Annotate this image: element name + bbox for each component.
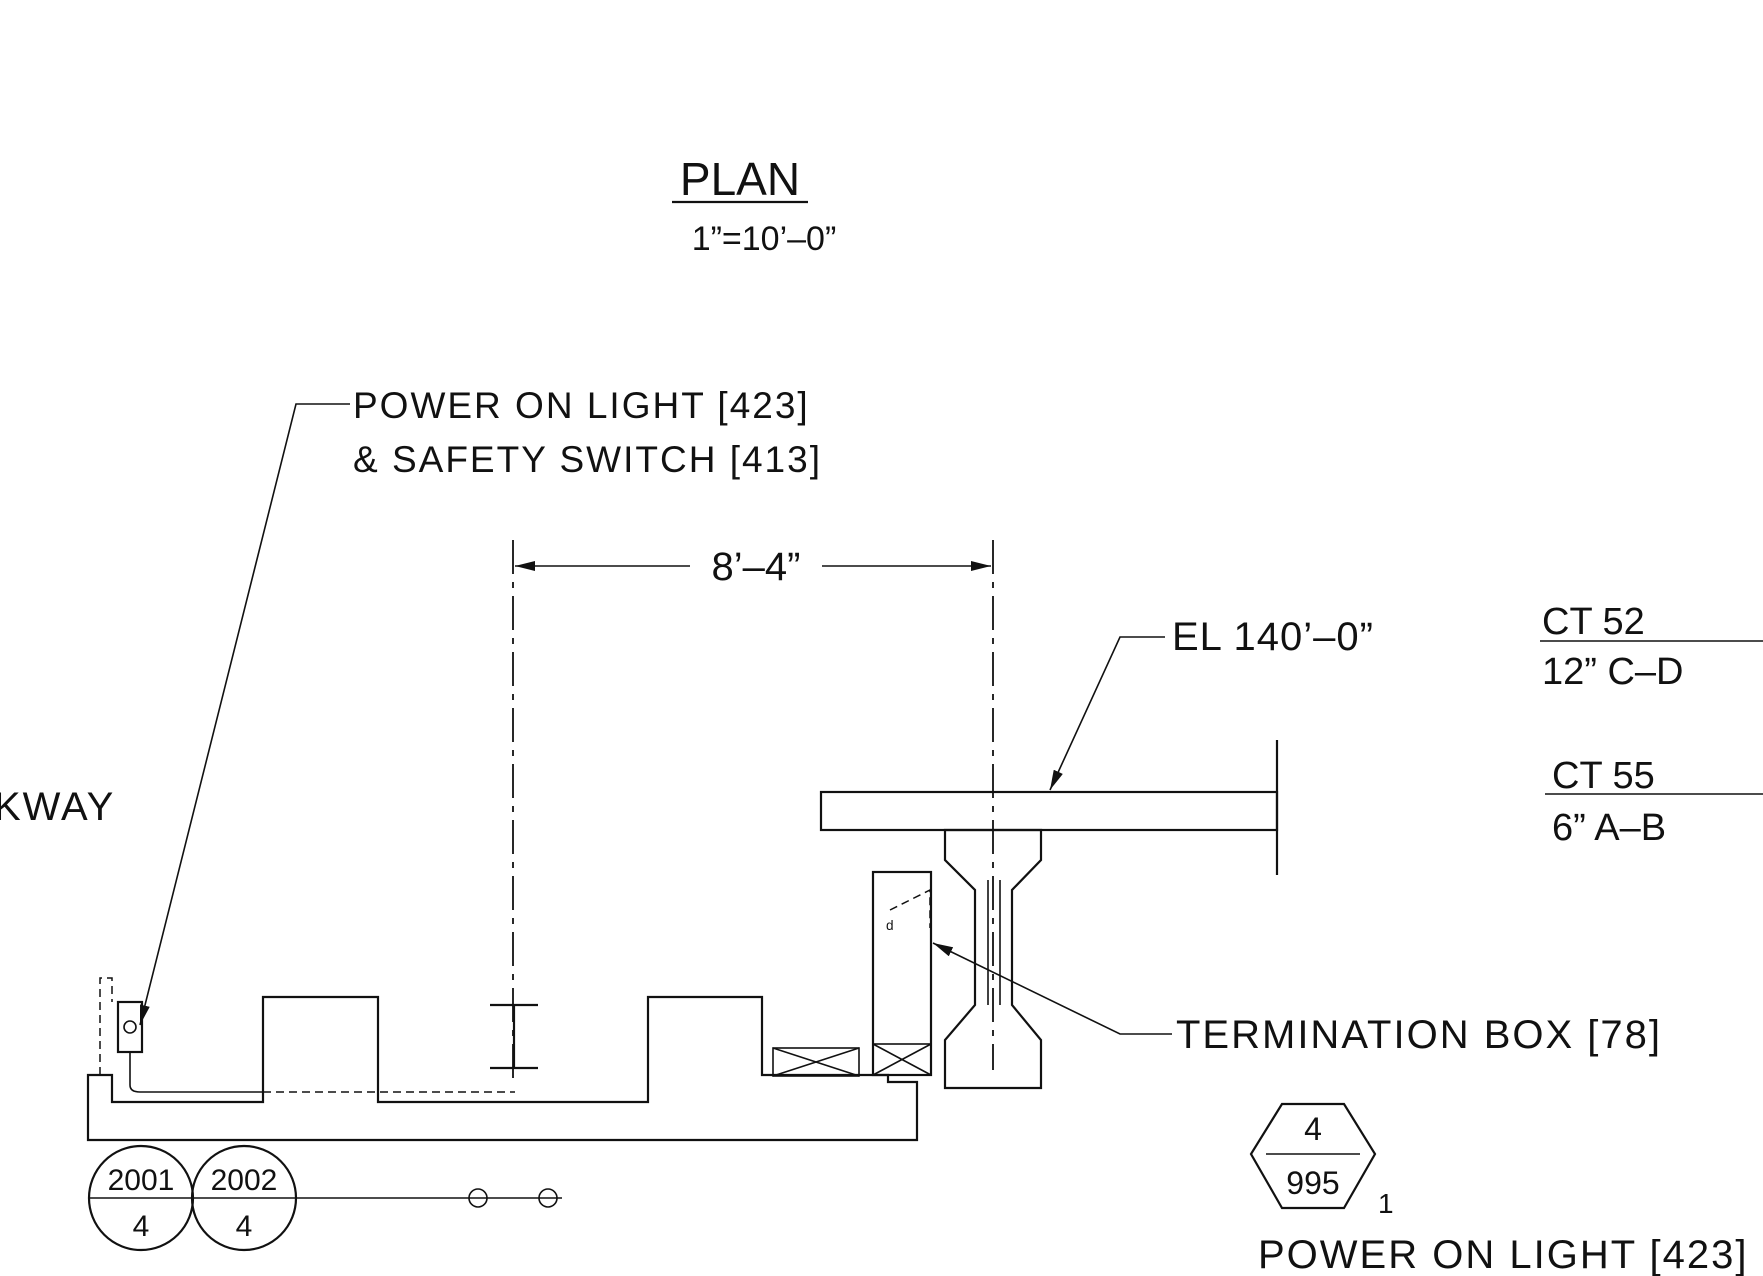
grid-marker-1 (468, 1188, 488, 1208)
ct55-label: CT 55 (1552, 755, 1655, 797)
hex-tag-sub: 1 (1378, 1188, 1394, 1219)
power-callout-line1: POWER ON LIGHT [423] (353, 385, 810, 426)
power-callout-line2: & SAFETY SWITCH [413] (353, 439, 822, 480)
ct52-size: 12” C–D (1542, 651, 1684, 693)
device-post (99, 977, 113, 1075)
grid-bubble-2002-bottom: 4 (236, 1210, 253, 1243)
cable-tray-1-mark (772, 1047, 819, 1077)
dimension-value: 8’–4” (712, 545, 801, 589)
legend-power-label: POWER ON LIGHT [423] (1258, 1233, 1749, 1276)
cable-tray-1 (772, 1047, 860, 1077)
hex-tag-top: 4 (1304, 1111, 1322, 1147)
walkway-label: KWAY (0, 785, 115, 829)
grid-marker-2 (538, 1188, 558, 1208)
elevation-leader (1049, 636, 1165, 791)
beam-platform (819, 790, 1279, 832)
ct55-size: 6” A–B (1552, 807, 1666, 849)
grid-bubble-2002-top: 2002 (211, 1164, 278, 1197)
cable-tray-1-mark2 (813, 1047, 860, 1077)
conduit-to-device (129, 1052, 263, 1093)
safety-switch-device (116, 1000, 144, 1054)
grid-bubble-2001-top: 2001 (108, 1164, 175, 1197)
elevation-label: EL 140’–0” (1172, 615, 1374, 659)
termination-box-internal (889, 888, 931, 928)
termination-box-base-x2 (872, 1043, 932, 1076)
termination-box-glyph: ᵈ (886, 918, 894, 940)
i-beam-symbol (490, 1003, 538, 1070)
ct52-label: CT 52 (1542, 601, 1645, 643)
power-light-icon (123, 1020, 137, 1034)
power-callout-leader (139, 403, 350, 1026)
hex-tag (1249, 1102, 1377, 1210)
drawing-scale: 1”=10’–0” (692, 220, 837, 258)
termination-label: TERMINATION BOX [78] (1176, 1013, 1662, 1057)
drawing-title: PLAN (680, 153, 800, 205)
grid-bubble-2001-bottom: 4 (133, 1210, 150, 1243)
hex-tag-bottom: 995 (1286, 1165, 1339, 1201)
termination-box-base (872, 1043, 932, 1076)
termination-leader (932, 942, 1172, 1035)
column-section (943, 828, 1043, 1090)
floor-slab (86, 995, 919, 1142)
